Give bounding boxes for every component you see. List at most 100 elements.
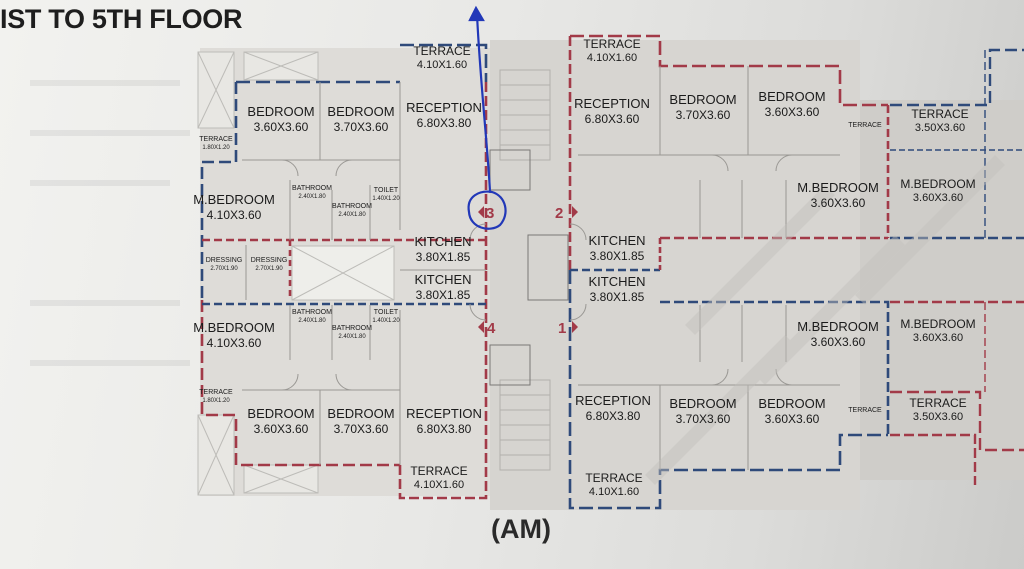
room-name: KITCHEN	[414, 234, 471, 249]
room-dimension: 3.60X3.60	[254, 120, 309, 134]
room-dimension: 2.40X1.80	[338, 212, 366, 218]
handwritten-annotation	[467, 5, 507, 230]
flat-marker-4: 4	[478, 320, 496, 337]
room-name: DRESSING	[206, 257, 243, 264]
room-name: TOILET	[374, 187, 399, 194]
flat-marker-1: 1	[558, 320, 578, 337]
room-dimension: 3.60X3.60	[913, 332, 963, 344]
room-name: TERRACE	[199, 389, 233, 396]
room-dimension: 2.70X1.90	[210, 266, 238, 272]
flat-marker-3-label: 3	[486, 205, 494, 222]
room-dimension: 3.60X3.60	[254, 422, 309, 436]
room-name: DRESSING	[251, 257, 288, 264]
room-dimension: 3.60X3.60	[811, 335, 866, 349]
unit-code-label: (AM)	[491, 514, 551, 544]
flat-marker-4-label: 4	[487, 320, 496, 337]
flat-marker-1-label: 1	[558, 320, 566, 337]
core-base	[490, 40, 570, 510]
room-dimension: 2.40X1.80	[298, 318, 326, 324]
room-dimension: 3.80X1.85	[416, 250, 471, 264]
room-name: BEDROOM	[247, 406, 314, 421]
room-name: KITCHEN	[588, 233, 645, 248]
room-name: BEDROOM	[327, 104, 394, 119]
room-dimension: 4.10X3.60	[207, 208, 262, 222]
room-name: TERRACE	[199, 136, 233, 143]
room-name: BEDROOM	[247, 104, 314, 119]
left-balcony-hatch	[197, 51, 395, 496]
left-unit-walls	[200, 43, 488, 500]
room-name: KITCHEN	[414, 272, 471, 287]
room-terrace-c-side: TERRACE	[848, 122, 882, 129]
left-unit-partitions	[242, 82, 486, 465]
room-dimension: 3.70X3.60	[334, 120, 389, 134]
room-dimension: 4.10X1.60	[589, 486, 639, 498]
room-name: TERRACE	[410, 464, 467, 478]
flat-markers: 1 2 3 4	[478, 205, 578, 337]
room-dimension: 3.80X1.85	[590, 290, 645, 304]
room-name: BATHROOM	[332, 325, 372, 332]
room-name: KITCHEN	[588, 274, 645, 289]
room-name: TERRACE	[583, 37, 640, 51]
room-name: RECEPTION	[575, 393, 651, 408]
room-name: M.BEDROOM	[900, 177, 975, 191]
room-name: BEDROOM	[669, 92, 736, 107]
annotation-arrow-head	[468, 5, 485, 22]
room-name: RECEPTION	[406, 100, 482, 115]
right-unit-base	[570, 40, 860, 510]
room-name: TERRACE	[413, 44, 470, 58]
room-dimension: 6.80X3.60	[585, 112, 640, 126]
annotation-circle	[467, 190, 507, 230]
room-dimension: 1.80X1.20	[202, 145, 230, 151]
room-name: M.BEDROOM	[193, 320, 275, 335]
room-dimension: 3.60X3.60	[765, 105, 820, 119]
flat-marker-3: 3	[478, 205, 494, 222]
room-dimension: 3.50X3.60	[915, 122, 965, 134]
room-dimension: 6.80X3.80	[417, 422, 472, 436]
room-name: RECEPTION	[406, 406, 482, 421]
room-terrace-d-side: TERRACE	[848, 407, 882, 414]
room-dimension: 1.80X1.20	[202, 398, 230, 404]
room-name: M.BEDROOM	[193, 192, 275, 207]
room-name: TERRACE	[848, 407, 882, 414]
room-dimension: 4.10X1.60	[587, 52, 637, 64]
room-dimension: 3.50X3.60	[913, 411, 963, 423]
room-dimension: 3.80X1.85	[416, 288, 471, 302]
room-terrace-a-side: TERRACE 1.80X1.20	[199, 136, 233, 151]
room-dimension: 6.80X3.80	[586, 409, 641, 423]
background-watermark-text	[30, 80, 190, 366]
room-dimension: 3.70X3.60	[676, 108, 731, 122]
right-unit-partitions	[578, 66, 840, 470]
room-dimension: 6.80X3.80	[417, 116, 472, 130]
room-name: TERRACE	[848, 122, 882, 129]
room-dimension: 2.40X1.80	[338, 334, 366, 340]
room-dimension: 3.70X3.60	[334, 422, 389, 436]
room-bathroom-b2: BATHROOM 2.40X1.80	[332, 325, 372, 340]
room-dimension: 4.10X1.60	[414, 479, 464, 491]
far-right-base	[860, 100, 1024, 480]
room-name: BEDROOM	[327, 406, 394, 421]
room-name: BEDROOM	[758, 89, 825, 104]
